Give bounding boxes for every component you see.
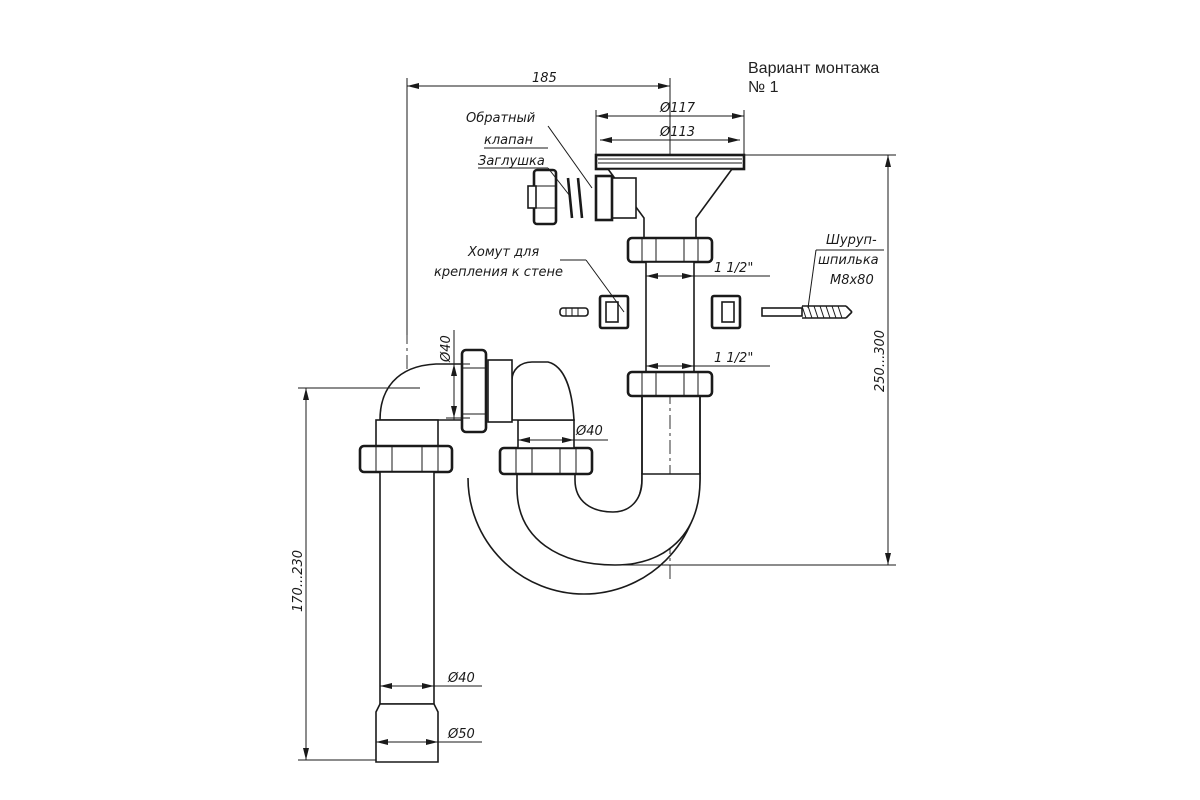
drain-pipe-left bbox=[375, 471, 439, 763]
dim-thread-lower-label: 1 1/2" bbox=[714, 351, 753, 366]
connector-elbow bbox=[379, 348, 575, 449]
dimension-diameter-117-113: Ø117 Ø113 bbox=[595, 101, 745, 155]
sink-outlet-funnel bbox=[594, 153, 746, 239]
dimension-dia-40-vertical: Ø40 bbox=[439, 330, 470, 420]
middle-union-nut bbox=[626, 370, 714, 398]
dim-40-vertical-label: Ø40 bbox=[439, 335, 454, 363]
callout-screw-stud: Шуруп- шпилька М8х80 bbox=[807, 233, 884, 309]
variant-title-line1: Вариант монтажа bbox=[748, 60, 879, 77]
dim-50-pipe-label: Ø50 bbox=[447, 727, 475, 742]
trap-inlet-nut bbox=[498, 446, 594, 476]
dim-117-label: Ø117 bbox=[659, 101, 696, 116]
u-bend-trap bbox=[467, 396, 701, 595]
label-screw-line2: шпилька bbox=[818, 253, 879, 268]
dim-250-300-label: 250...300 bbox=[873, 330, 888, 392]
dim-185-label: 185 bbox=[532, 71, 557, 86]
label-screw-line3: М8х80 bbox=[830, 273, 874, 288]
outlet-union-nut bbox=[358, 419, 454, 474]
dimension-dia-50-pipe: Ø50 bbox=[376, 727, 482, 745]
dim-170-230-label: 170...230 bbox=[291, 550, 306, 612]
label-clamp-line1: Хомут для bbox=[467, 245, 539, 260]
dimension-250-300: 250...300 bbox=[615, 154, 896, 566]
variant-title-line2: № 1 bbox=[748, 79, 779, 96]
dimension-thread-upper: 1 1/2" bbox=[646, 261, 770, 279]
callout-check-valve-plug: Обратный клапан Заглушка bbox=[466, 111, 593, 197]
wall-clamp-parts bbox=[559, 294, 742, 330]
vertical-pipe-right bbox=[645, 261, 695, 373]
label-plug: Заглушка bbox=[478, 154, 545, 169]
upper-union-nut bbox=[626, 236, 714, 264]
dimension-dia-40-pipe: Ø40 bbox=[380, 671, 482, 689]
label-check-valve-line2: клапан bbox=[484, 133, 534, 148]
dim-113-label: Ø113 bbox=[659, 125, 695, 140]
dimension-dia-40-horizontal: Ø40 bbox=[518, 424, 608, 443]
callout-wall-clamp: Хомут для крепления к стене bbox=[434, 245, 625, 313]
label-clamp-line2: крепления к стене bbox=[434, 265, 563, 280]
dim-40-pipe-label: Ø40 bbox=[447, 671, 475, 686]
label-check-valve-line1: Обратный bbox=[466, 111, 535, 126]
dim-thread-upper-label: 1 1/2" bbox=[714, 261, 753, 276]
label-screw-line1: Шуруп- bbox=[826, 233, 877, 248]
dimension-185: 185 bbox=[406, 71, 671, 335]
check-valve-plug-parts bbox=[527, 168, 584, 226]
dimension-thread-lower: 1 1/2" bbox=[646, 351, 770, 369]
screw-stud bbox=[761, 305, 853, 319]
dimension-170-230: 170...230 bbox=[291, 387, 420, 761]
mounting-variant-title: Вариант монтажа № 1 bbox=[748, 60, 879, 96]
dim-40-horizontal-label: Ø40 bbox=[575, 424, 603, 439]
